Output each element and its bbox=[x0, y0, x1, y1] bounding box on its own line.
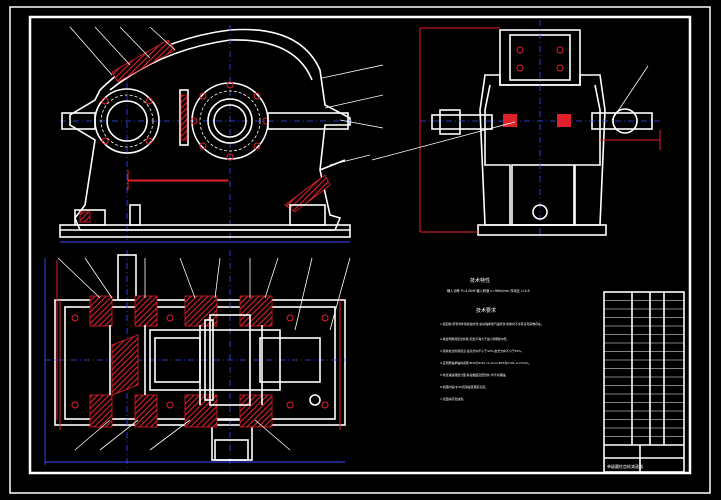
requirement-item-2: 2.啮合侧隙用铅丝检验,铅丝不得大于最小侧隙的4倍。 bbox=[440, 336, 509, 341]
side-view bbox=[371, 20, 661, 240]
requirement-item-6: 6.机座内装HJ-50润滑油至规定高度。 bbox=[440, 384, 488, 389]
inner-border bbox=[28, 15, 692, 475]
notes-spec-line: 输入功率 P=4.0kW 输入转速 n=960r/min 传动比 i=4.8 bbox=[447, 288, 530, 293]
requirement-item-7: 7.表面涂灰色油漆。 bbox=[440, 396, 466, 401]
requirement-item-5: 5.检查减速器剖分面,各接触面及密封处,均不许漏油。 bbox=[440, 372, 508, 377]
outer-border bbox=[9, 6, 711, 494]
section-view bbox=[44, 250, 351, 470]
requirement-item-4: 4.应调整轴承轴向间隙:Φ40为0.05~0.1mm,Φ55为0.08~0.15… bbox=[440, 360, 531, 365]
requirement-item-1: 1.装配前,所有零件用煤油清洗,滚动轴承用汽油清洗,机体内不许有任何杂物存在。 bbox=[440, 321, 544, 326]
requirements-title: 技术要求 bbox=[476, 307, 496, 314]
title-block-caption: 单级圆柱齿轮减速器 bbox=[607, 463, 643, 469]
requirement-item-3: 3.用涂色法检验斑点,齿高方向不小于40%,齿长方向不小于50%。 bbox=[440, 348, 524, 353]
title-block: 单级圆柱齿轮减速器 bbox=[603, 291, 685, 473]
technical-notes: 技术特性 输入功率 P=4.0kW 输入转速 n=960r/min 传动比 i=… bbox=[440, 277, 544, 401]
notes-title: 技术特性 bbox=[470, 277, 490, 284]
front-view bbox=[59, 25, 384, 243]
